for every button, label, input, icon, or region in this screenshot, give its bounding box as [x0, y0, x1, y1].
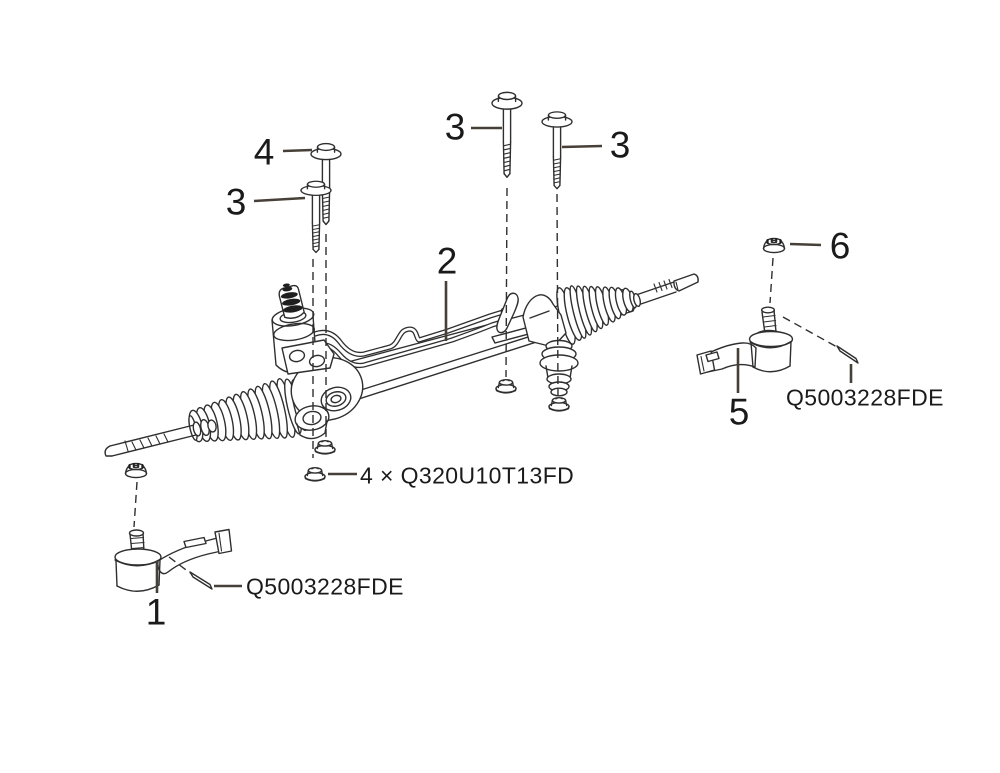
pin-left: [189, 571, 213, 590]
left-inner-tie-rod: [104, 418, 217, 457]
arm: [700, 342, 757, 374]
tie-rod-end-left: [114, 528, 233, 592]
part-number-nut-set: 4 × Q320U10T13FD: [360, 462, 575, 489]
ball-housing: [114, 548, 162, 592]
flange-nut-a: [314, 440, 336, 455]
pinion-housing: [271, 283, 364, 440]
callout-2: 2: [436, 240, 458, 282]
leader-lines: [155, 126, 853, 593]
part-number-tie-rod-left: Q5003228FDE: [246, 573, 404, 600]
arm: [157, 536, 227, 575]
right-inner-tie-rod: [632, 273, 699, 308]
mount-grommet: [320, 386, 352, 412]
callout-3-left: 3: [225, 181, 247, 223]
mounting-bolt-3b: [491, 91, 523, 179]
callout-5: 5: [728, 391, 750, 433]
assembly-dashed-lines: [133, 187, 838, 574]
part-number-tie-rod-right: Q5003228FDE: [786, 384, 944, 411]
right-bellows-boot: [556, 285, 637, 345]
flange-nut-c: [548, 397, 570, 412]
tie-rod-end-right: [696, 306, 794, 375]
flange-nut-b: [495, 379, 517, 394]
steering-gear-assembly: [104, 273, 699, 457]
callout-4: 4: [253, 131, 275, 173]
mounting-bolt-3c: [541, 111, 573, 190]
callout-1: 1: [145, 591, 167, 633]
input-shaft: [278, 283, 305, 319]
callout-3-middle: 3: [444, 106, 466, 148]
right-mount-bracket: [496, 292, 579, 397]
castle-nut-right: [762, 237, 786, 254]
flange-nut-callout: [304, 467, 326, 482]
ball-housing: [748, 330, 794, 373]
pin-right: [836, 345, 859, 364]
castle-nut-left: [124, 462, 148, 479]
callout-3-right: 3: [609, 124, 631, 166]
spring-clip: [496, 292, 519, 334]
callout-6: 6: [829, 225, 851, 267]
